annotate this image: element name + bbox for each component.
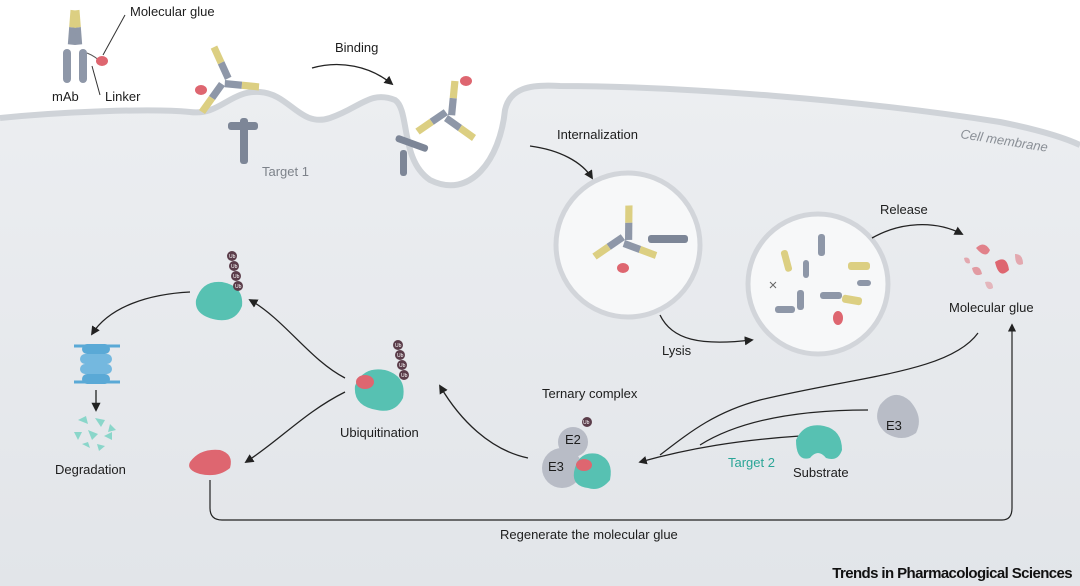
lysosome bbox=[745, 211, 891, 357]
release-label: Release bbox=[880, 202, 928, 217]
release-arrow bbox=[871, 224, 964, 239]
proteasome bbox=[74, 344, 120, 384]
ub-bead-label: Ub bbox=[229, 254, 236, 260]
ubiquitination-to-tagged-arrow bbox=[248, 299, 346, 379]
journal-credit: Trends in Pharmacological Sciences bbox=[832, 565, 1072, 582]
to-proteasome-arrow bbox=[91, 291, 191, 336]
lysis-arrow bbox=[659, 314, 754, 346]
lysis-label: Lysis bbox=[662, 343, 692, 358]
ub-bead-label: Ub bbox=[401, 373, 408, 379]
ternary-complex-label: Ternary complex bbox=[542, 386, 638, 401]
substrate-protein bbox=[796, 425, 842, 459]
ternary-complex bbox=[542, 417, 611, 489]
degraded-fragments bbox=[74, 416, 116, 451]
binding-label: Binding bbox=[335, 40, 378, 55]
internalization-label: Internalization bbox=[557, 127, 638, 142]
released-glue-cluster bbox=[964, 244, 1023, 290]
free-e3-ligase bbox=[877, 394, 919, 438]
e2-label: E2 bbox=[565, 432, 581, 447]
ub-bead-label: Ub bbox=[399, 363, 406, 369]
e3-to-complex-arrow bbox=[699, 409, 869, 446]
adc-internalizing bbox=[413, 76, 476, 142]
substrate-to-complex-arrow bbox=[638, 435, 801, 465]
glue-to-complex-arrow bbox=[659, 332, 979, 456]
polyubiquitinated-substrate bbox=[195, 251, 243, 321]
legend-mab-label: mAb bbox=[52, 89, 79, 104]
lysosome-fragments bbox=[769, 234, 871, 325]
degradation-label: Degradation bbox=[55, 462, 126, 477]
regenerate-label: Regenerate the molecular glue bbox=[500, 527, 678, 542]
adc-in-endosome bbox=[590, 202, 659, 273]
ub-bead-label: Ub bbox=[397, 353, 404, 359]
target2-label: Target 2 bbox=[728, 455, 775, 470]
cell-membrane bbox=[0, 82, 1080, 189]
e3-label: E3 bbox=[548, 459, 564, 474]
adc-binding bbox=[195, 43, 263, 114]
recycled-glue bbox=[189, 449, 231, 476]
legend-linker-label: Linker bbox=[105, 89, 141, 104]
regenerate-loop-arrow bbox=[209, 323, 1017, 521]
ub-bead-label: Ub bbox=[235, 284, 242, 290]
internalization-arrow bbox=[529, 145, 593, 180]
legend-molecular-glue-label: Molecular glue bbox=[130, 4, 215, 19]
ub-bead-label: Ub bbox=[231, 264, 238, 270]
molecular-glue-label: Molecular glue bbox=[949, 300, 1034, 315]
binding-arrow bbox=[311, 63, 394, 86]
molecular-glue-leader bbox=[102, 14, 126, 56]
linker-leader bbox=[91, 65, 101, 96]
substrate-label: Substrate bbox=[793, 465, 849, 480]
ub-bead-label: Ub bbox=[395, 343, 402, 349]
release-glue-arrow bbox=[244, 391, 346, 463]
complex-to-ubiquitination-arrow bbox=[439, 384, 529, 459]
ubiquitinated-substrate bbox=[354, 340, 409, 411]
ternary-ub-label: Ub bbox=[583, 420, 590, 426]
cell-interior bbox=[0, 85, 1080, 586]
ub-bead-label: Ub bbox=[233, 274, 240, 280]
mab-legend-icon bbox=[52, 6, 108, 83]
ubiquitination-label: Ubiquitination bbox=[340, 425, 419, 440]
target1-label: Target 1 bbox=[262, 164, 309, 179]
free-e3-label: E3 bbox=[886, 418, 902, 433]
